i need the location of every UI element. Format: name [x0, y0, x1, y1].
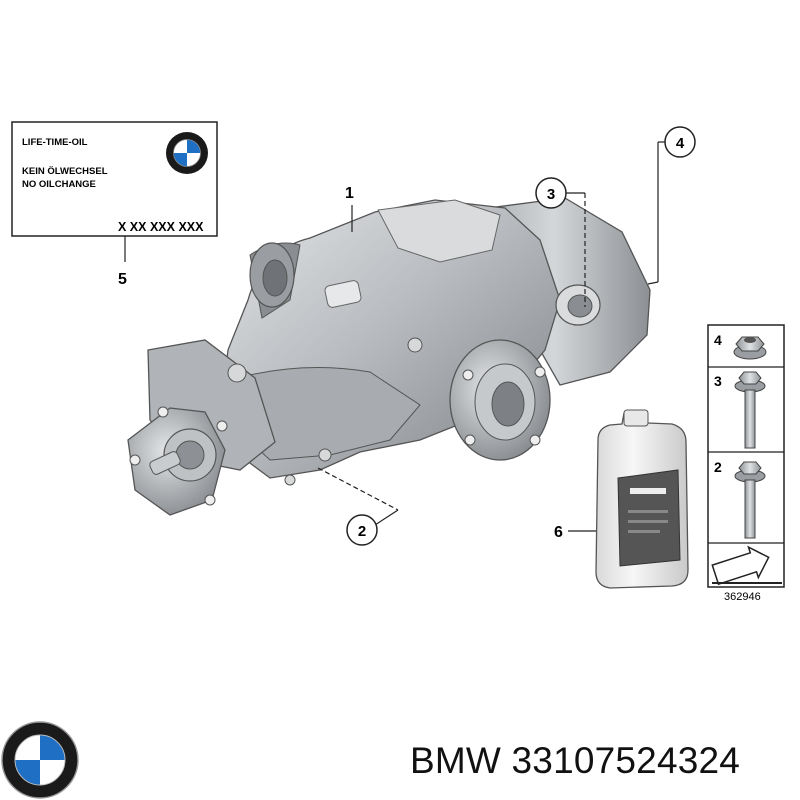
callout-2: 2	[358, 523, 366, 540]
callout-4: 4	[676, 135, 685, 152]
footer-part-number: 33107524324	[511, 740, 741, 781]
callout-1: 1	[345, 185, 354, 202]
callout-3: 3	[547, 186, 555, 203]
diagram-id: 362946	[724, 591, 761, 603]
rear-differential-illustration	[127, 197, 651, 516]
hardware-panel: 4 3 2	[707, 324, 785, 588]
oil-bottle-illustration	[595, 409, 689, 589]
callout-3-group: 3	[535, 177, 586, 307]
sticker-line-2: KEIN ÖLWECHSEL	[22, 166, 108, 177]
callout-6: 6	[554, 524, 563, 541]
callout-6-group: 6	[554, 524, 596, 541]
bmw-logo-icon	[166, 132, 208, 174]
footer-brand: BMW	[410, 740, 502, 781]
bolt-short-icon	[734, 461, 766, 539]
arrow-symbol-icon	[711, 545, 782, 586]
nut-icon	[733, 336, 767, 360]
bmw-brand-logo-icon	[1, 721, 79, 799]
sticker-line-1: LIFE-TIME-OIL	[22, 137, 88, 148]
callout-2-group: 2	[317, 467, 399, 546]
callout-1-group: 1	[345, 185, 354, 232]
sticker-part-number: X XX XXX XXX	[118, 220, 204, 234]
hardware-label-4: 4	[714, 332, 722, 348]
callout-5: 5	[118, 271, 127, 288]
sticker-line-3: NO OILCHANGE	[22, 179, 96, 190]
footer-part-title: BMW 33107524324	[410, 740, 740, 782]
hardware-label-3: 3	[714, 373, 722, 389]
bolt-long-icon	[734, 371, 766, 449]
hardware-label-2: 2	[714, 459, 722, 475]
label-sticker: LIFE-TIME-OIL KEIN ÖLWECHSEL NO OILCHANG…	[11, 121, 218, 288]
callout-4-group: 4	[647, 126, 696, 285]
